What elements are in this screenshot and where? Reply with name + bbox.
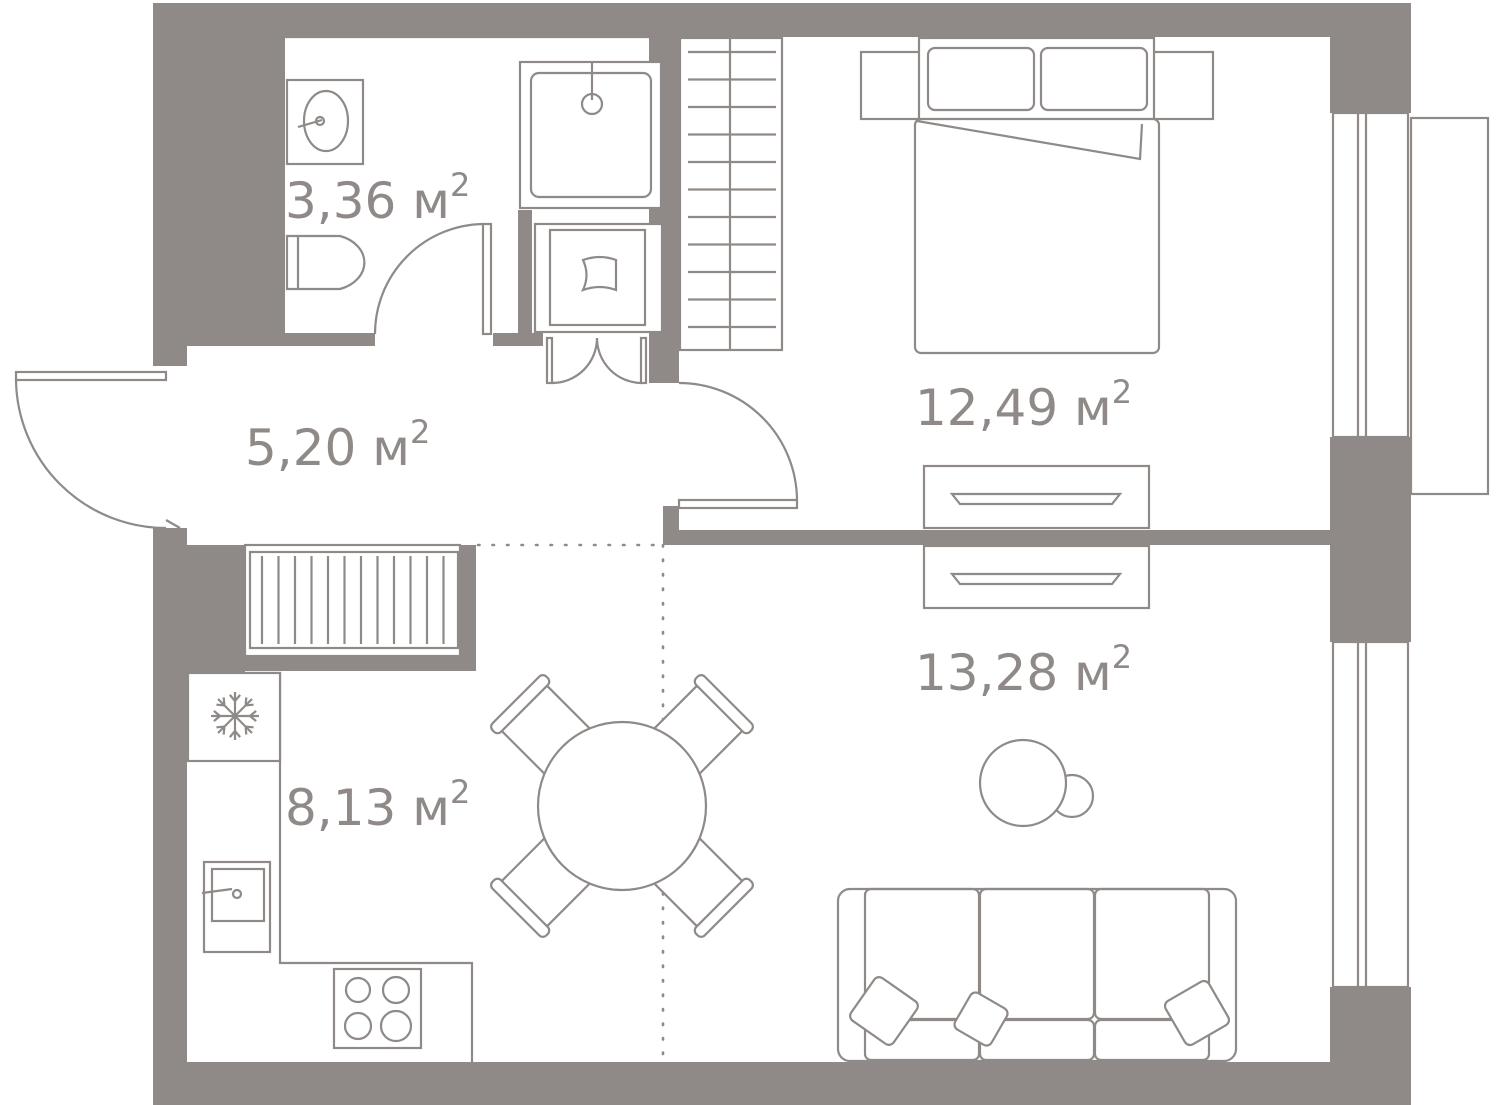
area-unit-power: 2 (1112, 373, 1132, 411)
snowflake-stroke (213, 715, 221, 722)
snowflake-stroke (234, 730, 241, 738)
room-area-hallway: 5,20 м2 (245, 413, 430, 477)
svg-text:13,28 м2: 13,28 м2 (915, 638, 1132, 702)
wall-bathroom-hall (285, 333, 375, 346)
wardrobe-icon (678, 36, 784, 352)
snowflake-stroke (216, 725, 225, 729)
window-icon (1331, 640, 1410, 989)
radiator-fins (260, 556, 445, 644)
room-area-bathroom: 3,36 м2 (285, 166, 470, 230)
shower-icon (518, 60, 663, 210)
area-unit-power: 2 (410, 413, 430, 451)
wall-right-bottom (1330, 987, 1411, 1105)
snowflake-stroke (245, 725, 254, 729)
area-unit: м (412, 779, 450, 837)
area-unit: м (372, 419, 410, 477)
radiator-icon (243, 543, 462, 658)
wall-radiator-niche (460, 545, 476, 671)
snowflake-stroke (249, 710, 257, 717)
cooktop-icon (332, 967, 423, 1050)
room-area-bedroom: 12,49 м2 (915, 373, 1132, 437)
toilet-icon (285, 234, 366, 291)
room-area-living-room: 13,28 м2 (915, 638, 1132, 702)
snowflake-stroke (244, 726, 248, 735)
svg-text:3,36 м2: 3,36 м2 (285, 166, 470, 230)
wall-left-upper (153, 3, 285, 346)
area-value: 5,20 (245, 419, 356, 477)
chest-of-drawers-icon (922, 464, 1151, 530)
door-icon (545, 336, 648, 385)
wall-left-stub (153, 346, 187, 366)
wall-bedroom-living (663, 530, 1330, 545)
snowflake-stroke (245, 703, 254, 707)
snowflake-stroke (216, 703, 225, 707)
washbasin-icon (285, 78, 365, 166)
snowflake-stroke (249, 715, 257, 722)
area-unit: м (1074, 644, 1112, 702)
area-value: 12,49 (915, 379, 1058, 437)
snowflake-stroke (234, 694, 241, 702)
snowflake-stroke (213, 710, 221, 717)
washing-machine-icon (533, 222, 664, 334)
area-unit: м (412, 172, 450, 230)
window-icon (1331, 111, 1490, 496)
wall-bottom (153, 1062, 1411, 1105)
room-area-kitchen: 8,13 м2 (285, 773, 470, 837)
walls (153, 3, 1411, 1105)
wall-hall-bedroom (663, 333, 679, 383)
snowflake-stroke (222, 726, 226, 735)
wall-right-top (1330, 3, 1411, 113)
fridge-icon (186, 671, 282, 763)
wall-top (153, 3, 1411, 37)
area-unit-power: 2 (450, 773, 470, 811)
dining-table-icon (490, 674, 754, 938)
wall-left-lower (153, 528, 187, 1105)
door-icon (14, 370, 181, 530)
area-value: 3,36 (285, 172, 396, 230)
double-bed-icon (859, 36, 1215, 355)
area-unit-power: 2 (450, 166, 470, 204)
kitchen-sink-icon (201, 860, 272, 954)
wall-right-mid (1330, 437, 1411, 642)
wall-hall-bedroom-low (663, 506, 679, 545)
wall-left-lower-thick (187, 545, 245, 673)
snowflake-stroke (222, 697, 226, 706)
coffee-table-icon (978, 738, 1095, 828)
door-icon (677, 381, 799, 510)
svg-text:8,13 м2: 8,13 м2 (285, 773, 470, 837)
door-icon (373, 222, 493, 336)
snowflake-stroke (229, 694, 236, 702)
area-value: 8,13 (285, 779, 396, 837)
snowflake-stroke (244, 697, 248, 706)
area-unit-power: 2 (1112, 638, 1132, 676)
wall-radiator-niche-bottom (245, 656, 476, 671)
tv-stand-icon (922, 544, 1151, 610)
snowflake-icon (211, 692, 259, 740)
svg-text:5,20 м2: 5,20 м2 (245, 413, 430, 477)
svg-text:12,49 м2: 12,49 м2 (915, 373, 1132, 437)
sofa-icon (836, 887, 1238, 1063)
snowflake-stroke (229, 730, 236, 738)
wardrobe-shelves (688, 50, 776, 329)
area-value: 13,28 (915, 644, 1058, 702)
area-unit: м (1074, 379, 1112, 437)
wall-bath-right (518, 210, 532, 346)
